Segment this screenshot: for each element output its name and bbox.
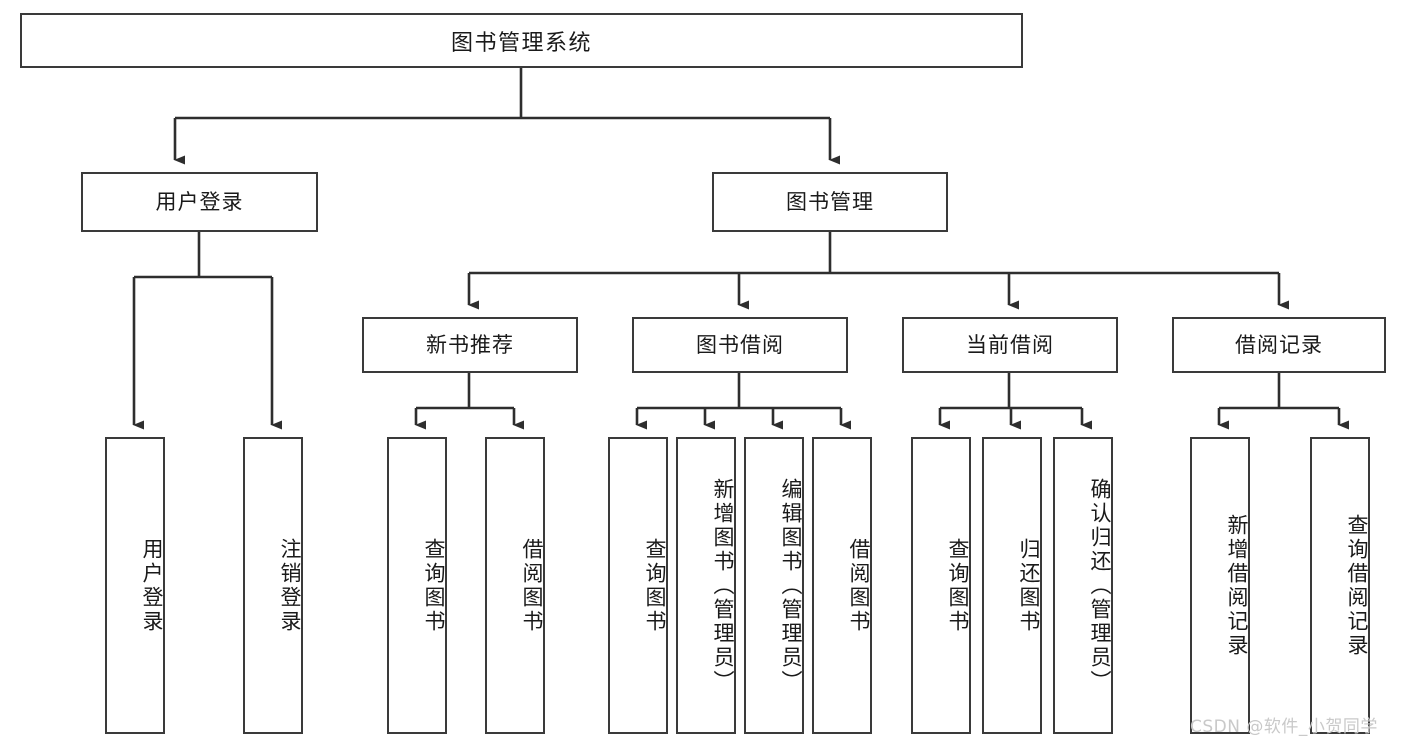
node-leaf-query-book-3-label: 查询图书 — [946, 537, 970, 634]
node-book-borrow-label: 图书借阅 — [696, 332, 784, 357]
node-leaf-borrow-book-2[interactable]: 借阅图书 — [812, 437, 872, 734]
node-borrow-record-label: 借阅记录 — [1235, 332, 1323, 357]
node-leaf-query-book-1[interactable]: 查询图书 — [387, 437, 447, 734]
node-leaf-add-book-label: 新增图书（管理员） — [711, 477, 735, 694]
node-leaf-borrow-book-2-label: 借阅图书 — [847, 537, 871, 634]
node-leaf-query-book-3[interactable]: 查询图书 — [911, 437, 971, 734]
node-leaf-add-book[interactable]: 新增图书（管理员） — [676, 437, 736, 734]
node-leaf-return-book-label: 归还图书 — [1017, 537, 1041, 634]
node-user-login-label: 用户登录 — [155, 189, 244, 214]
node-leaf-query-book-2-label: 查询图书 — [643, 537, 667, 634]
node-leaf-edit-book-label: 编辑图书（管理员） — [779, 477, 803, 694]
node-leaf-user-login[interactable]: 用户登录 — [105, 437, 165, 734]
node-leaf-query-book-2[interactable]: 查询图书 — [608, 437, 668, 734]
csdn-watermark: CSDN @软件_小贺同学 — [1190, 717, 1378, 737]
node-new-book-recommend[interactable]: 新书推荐 — [362, 317, 578, 373]
node-root-label: 图书管理系统 — [450, 30, 592, 56]
node-borrow-record[interactable]: 借阅记录 — [1172, 317, 1386, 373]
node-leaf-query-book-1-label: 查询图书 — [422, 537, 446, 634]
node-new-book-recommend-label: 新书推荐 — [426, 332, 514, 357]
node-leaf-confirm-return-label: 确认归还（管理员） — [1088, 477, 1112, 694]
node-leaf-add-record[interactable]: 新增借阅记录 — [1190, 437, 1250, 734]
node-book-manage[interactable]: 图书管理 — [712, 172, 948, 232]
node-current-borrow[interactable]: 当前借阅 — [902, 317, 1118, 373]
node-leaf-query-record[interactable]: 查询借阅记录 — [1310, 437, 1370, 734]
node-leaf-logout-login-label: 注销登录 — [278, 537, 302, 634]
node-leaf-logout-login[interactable]: 注销登录 — [243, 437, 303, 734]
node-leaf-query-record-label: 查询借阅记录 — [1345, 513, 1369, 658]
node-leaf-confirm-return[interactable]: 确认归还（管理员） — [1053, 437, 1113, 734]
node-leaf-return-book[interactable]: 归还图书 — [982, 437, 1042, 734]
node-user-login[interactable]: 用户登录 — [81, 172, 318, 232]
node-root[interactable]: 图书管理系统 — [20, 13, 1023, 68]
node-leaf-edit-book[interactable]: 编辑图书（管理员） — [744, 437, 804, 734]
node-book-manage-label: 图书管理 — [786, 189, 874, 214]
node-current-borrow-label: 当前借阅 — [966, 332, 1054, 357]
node-leaf-user-login-label: 用户登录 — [140, 537, 164, 634]
node-leaf-borrow-book-1[interactable]: 借阅图书 — [485, 437, 545, 734]
node-leaf-add-record-label: 新增借阅记录 — [1225, 513, 1249, 658]
node-leaf-borrow-book-1-label: 借阅图书 — [520, 537, 544, 634]
node-book-borrow[interactable]: 图书借阅 — [632, 317, 848, 373]
